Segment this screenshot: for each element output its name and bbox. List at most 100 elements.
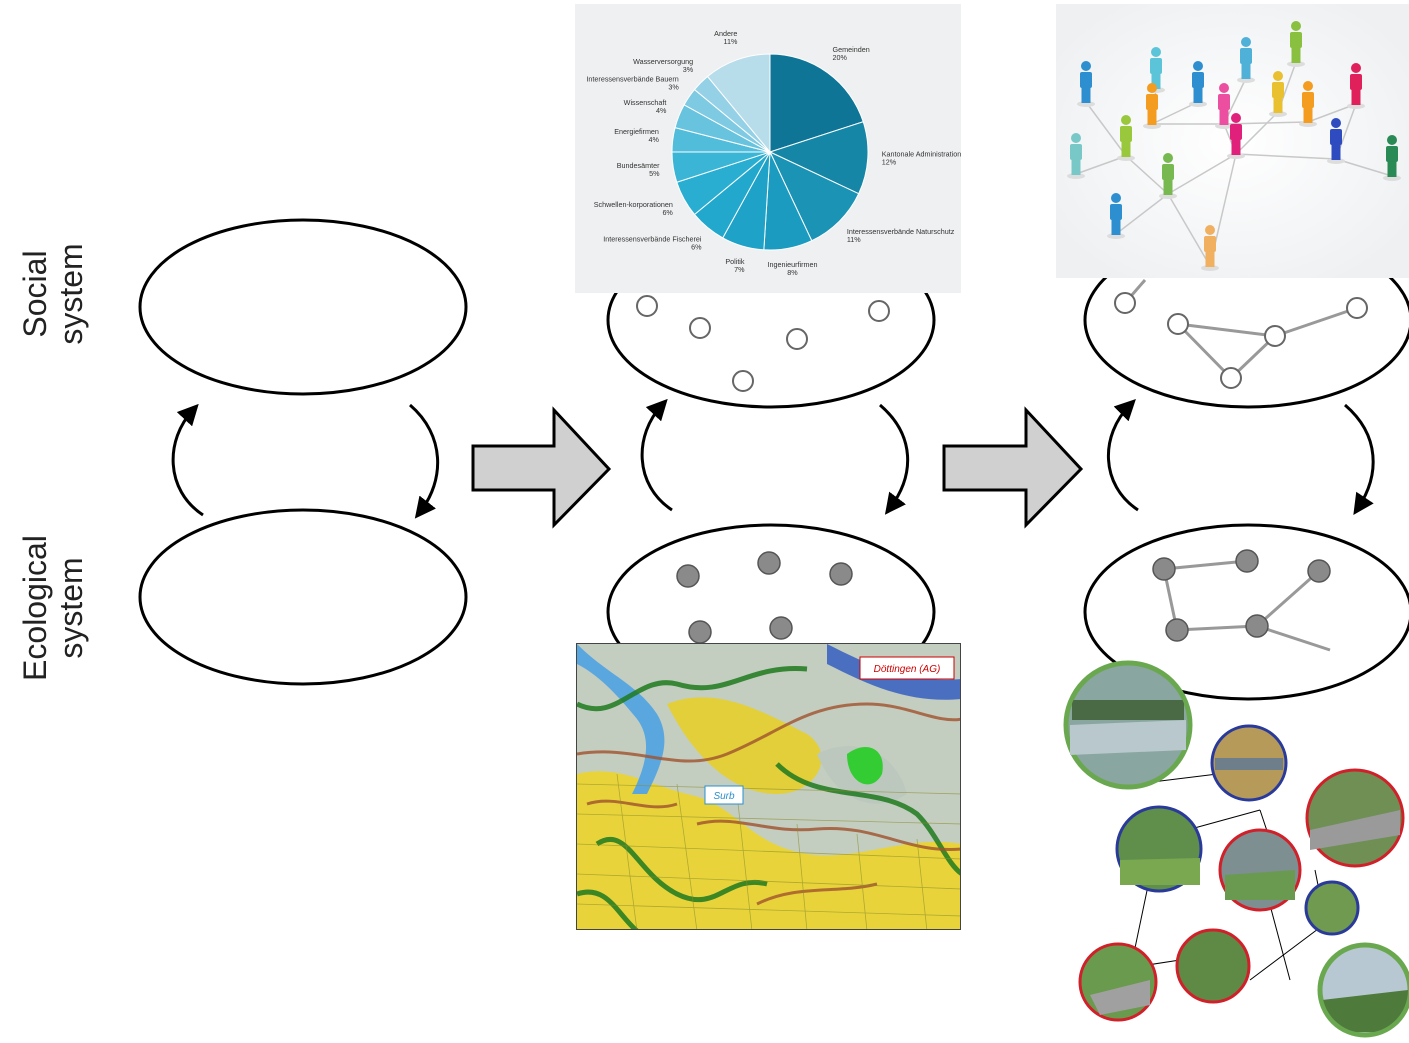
ecological-network-3 [1152, 549, 1331, 652]
ecological-label-line2: system [53, 557, 89, 659]
connection-line [1085, 101, 1127, 157]
actor-node [868, 300, 890, 322]
landscape-map-inset: Döttingen (AG) Surb [576, 643, 961, 930]
habitat-node [1165, 618, 1189, 642]
social-ellipse-1 [138, 218, 468, 396]
photo-circle [1175, 928, 1251, 1004]
actor-node [786, 328, 808, 350]
actor-node [1264, 325, 1286, 347]
photo-circle [1078, 942, 1158, 1022]
person-figure [1269, 71, 1287, 117]
social-system-label: Social system [17, 239, 89, 349]
actor-node [1346, 297, 1368, 319]
person-figure [1189, 61, 1207, 107]
photo-circle [1218, 828, 1302, 912]
ecological-system-label: Ecological system [17, 525, 89, 691]
habitat-node [769, 616, 793, 640]
social-nodes-2 [636, 295, 890, 392]
person-figure [1077, 61, 1095, 107]
habitat-node [1235, 549, 1259, 573]
habitat-map: Döttingen (AG) Surb [577, 644, 960, 929]
actor-node [1114, 292, 1136, 314]
actor-node [732, 370, 754, 392]
person-figure [1227, 113, 1245, 159]
photo-circle [1304, 880, 1360, 936]
habitat-node [688, 620, 712, 644]
habitat-node [1152, 557, 1176, 581]
photo-network [1063, 660, 1409, 1038]
person-figure [1201, 225, 1219, 271]
people-network-image [1056, 4, 1409, 278]
river-label: Surb [713, 791, 735, 802]
person-figure [1143, 83, 1161, 129]
photo-circle [1115, 805, 1203, 893]
actor-node [689, 317, 711, 339]
photo-circle [1317, 942, 1409, 1038]
social-label-line2: system [53, 243, 89, 345]
connection-line [1151, 101, 1199, 125]
river-label-box [704, 785, 744, 805]
social-label-line1: Social [17, 250, 53, 338]
ecological-label-line1: Ecological [17, 535, 53, 681]
habitat-node [829, 562, 853, 586]
person-figure [1347, 63, 1365, 109]
person-figure [1215, 83, 1233, 129]
person-figure [1237, 37, 1255, 83]
habitat-node [1307, 559, 1331, 583]
transition-arrow-2 [942, 406, 1084, 529]
feedback-arrow-down-2 [879, 403, 910, 515]
habitat-node [676, 564, 700, 588]
person-figure [1299, 81, 1317, 127]
photo-circle [1210, 724, 1288, 802]
person-figure [1107, 193, 1125, 239]
connection-line [1115, 193, 1169, 235]
habitat-node [757, 551, 781, 575]
ecological-ellipse-3 [1083, 523, 1409, 701]
feedback-arrow-down-1 [409, 403, 440, 519]
pie-slice [768, 121, 869, 195]
person-figure [1383, 135, 1401, 181]
actor-node [1220, 367, 1242, 389]
feedback-arrow-up-2 [640, 398, 673, 512]
person-figure [1117, 115, 1135, 161]
person-figure [1287, 21, 1305, 67]
actor-node [1167, 313, 1189, 335]
person-figure [1159, 153, 1177, 199]
connection-line [1235, 111, 1279, 155]
habitat-node [1245, 614, 1269, 638]
social-network-3 [1114, 279, 1368, 389]
feedback-arrow-down-3 [1344, 403, 1375, 515]
connection-line [1335, 158, 1393, 177]
feedback-arrow-up-3 [1107, 399, 1139, 512]
green-infrastructure-network [1060, 660, 1409, 1038]
actor-node [636, 295, 658, 317]
transition-arrow-1 [471, 406, 612, 529]
town-label: Döttingen (AG) [874, 664, 941, 675]
connection-line [1235, 153, 1337, 160]
photo-circle [1063, 660, 1193, 790]
ecological-ellipse-1 [138, 508, 468, 686]
people-network-illustration [1056, 4, 1409, 278]
pie-slice [769, 53, 864, 153]
person-figure [1327, 118, 1345, 164]
town-label-box [859, 656, 955, 680]
connection-line [1167, 153, 1237, 195]
pie-slice [706, 53, 771, 154]
pie-slice [768, 150, 860, 242]
ecological-nodes-2 [676, 551, 853, 644]
photo-circle [1305, 768, 1405, 868]
